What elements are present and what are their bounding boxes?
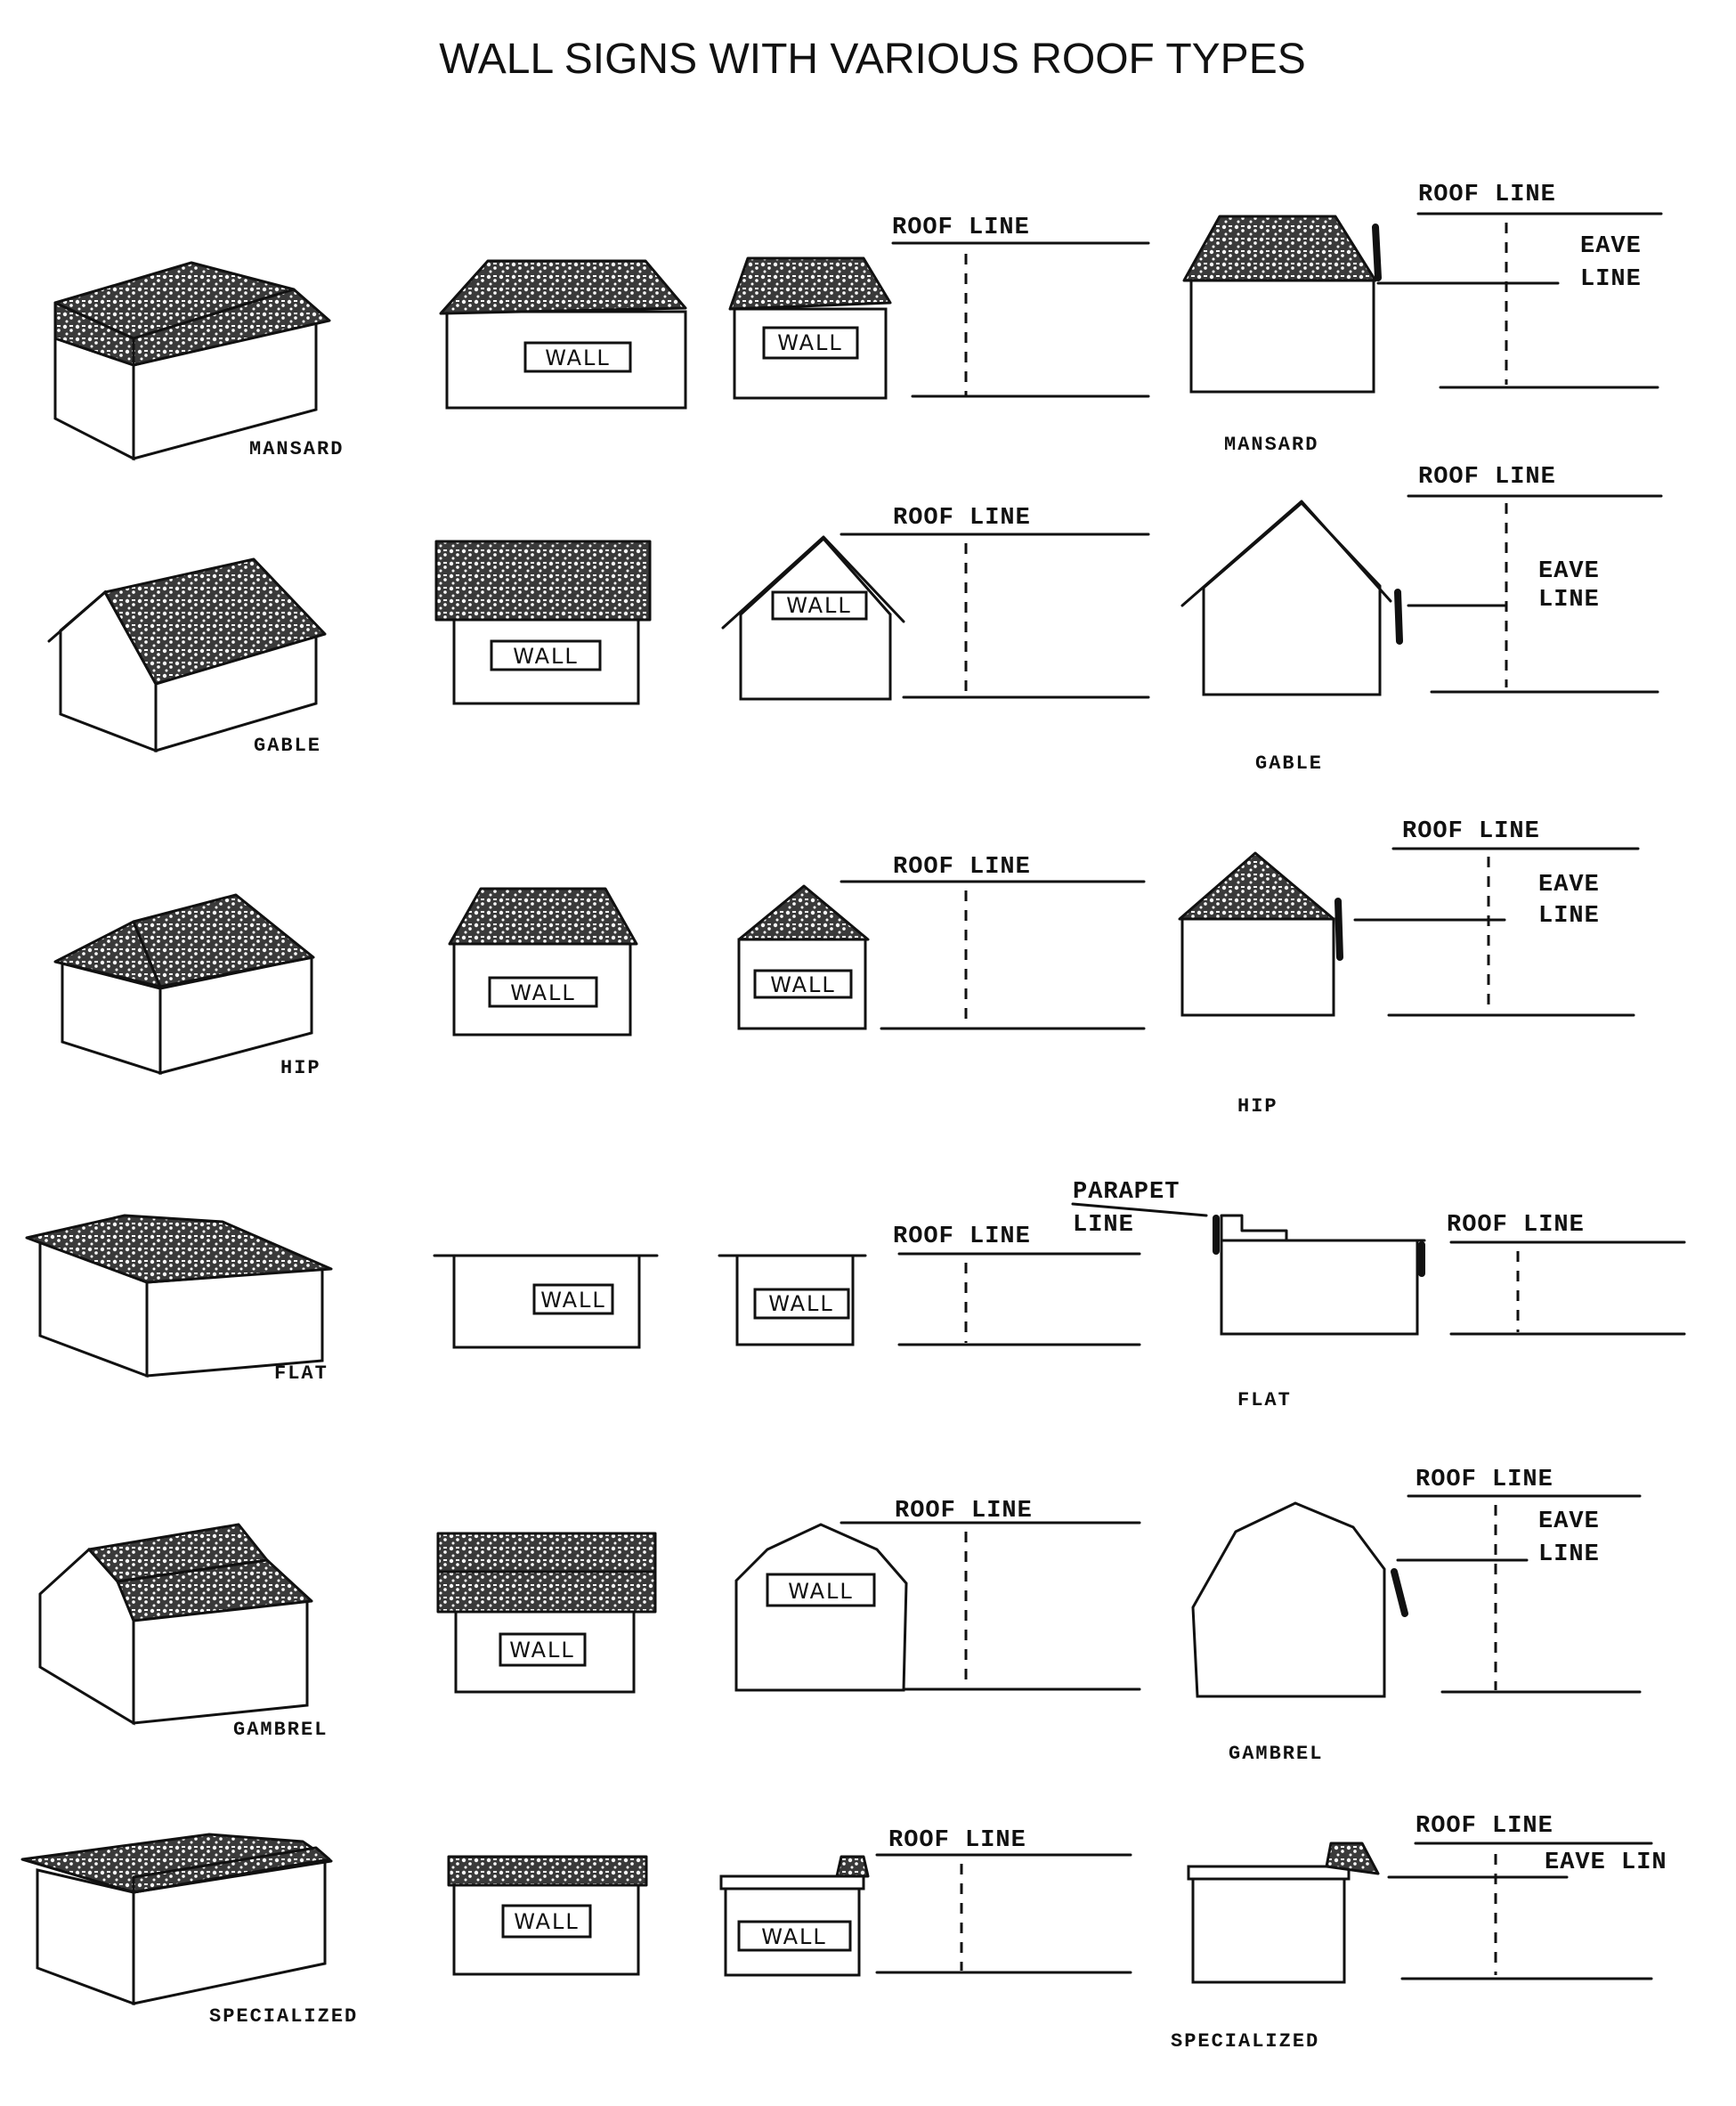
wall-sign: [532, 1283, 614, 1315]
hip-label: HIP: [280, 1057, 321, 1079]
row-hip: HIP WALL WALL ROOF LINE ROOF LINE: [53, 818, 1640, 1118]
wall-sign: [488, 976, 598, 1008]
gambrel-perspective-house: GAMBREL: [38, 1523, 328, 1741]
wall-sign: [762, 326, 859, 360]
mansard-eave-view: ROOF LINE EAVE LINE MANSARD: [1182, 182, 1663, 456]
roof-line-label: ROOF LINE: [1418, 464, 1556, 491]
wall-sign: [523, 341, 632, 373]
roof-line-right-label: ROOF LINE: [1447, 1212, 1585, 1239]
flat-roofline-view: WALL ROOF LINE: [718, 1224, 1141, 1346]
gable-label: GABLE: [254, 735, 321, 757]
roof-line-label: ROOF LINE: [893, 854, 1031, 881]
eave-label: EAVE: [1538, 558, 1600, 585]
wall-sign: [771, 590, 868, 621]
mansard-roofline-view: WALL ROOF LINE: [728, 215, 1150, 400]
gambrel-front-view: WALL: [436, 1532, 657, 1694]
flat-label-right: FLAT: [1237, 1389, 1292, 1411]
specialized-front-view: WALL: [447, 1855, 648, 1976]
row-gambrel: GAMBREL WALL WALL ROOF LINE ROOF LINE: [38, 1467, 1642, 1765]
mansard-label-right: MANSARD: [1224, 434, 1318, 456]
wall-sign-text: WALL: [545, 346, 611, 370]
roof-line-label: ROOF LINE: [895, 1498, 1033, 1525]
eave-line-label: LINE: [1538, 903, 1600, 930]
page-title: WALL SIGNS WITH VARIOUS ROOF TYPES: [439, 36, 1305, 83]
eave-label: EAVE: [1580, 233, 1642, 260]
wall-sign: [753, 1288, 850, 1320]
gambrel-label-right: GAMBREL: [1229, 1743, 1323, 1765]
gable-label-right: GABLE: [1255, 752, 1323, 775]
eave-line-label: LINE: [1538, 1541, 1600, 1568]
eave-label: EAVE: [1538, 1508, 1600, 1535]
row-flat: FLAT WALL WALL ROOF LINE PARAPET LINE: [25, 1179, 1686, 1411]
roof-line-label: ROOF LINE: [893, 505, 1031, 532]
parapet-label: PARAPET: [1073, 1179, 1180, 1206]
wall-sign-text: WALL: [514, 1909, 580, 1934]
wall-sign-text: WALL: [770, 972, 836, 997]
wall-sign: [499, 1632, 587, 1667]
row-mansard: MANSARD WALL WALL ROOF LINE ROOF L: [53, 182, 1663, 461]
wall-sign: [737, 1920, 852, 1952]
wall-sign-text: WALL: [768, 1291, 834, 1316]
mansard-perspective-house: MANSARD: [53, 261, 344, 461]
specialized-label: SPECIALIZED: [209, 2005, 358, 2028]
wall-sign: [501, 1904, 592, 1939]
hip-perspective-house: HIP: [53, 893, 321, 1079]
gambrel-label: GAMBREL: [233, 1719, 328, 1741]
wall-sign-text: WALL: [777, 330, 843, 355]
wall-sign: [490, 639, 602, 671]
specialized-perspective-house: SPECIALIZED: [20, 1833, 358, 2028]
flat-front-view: WALL: [433, 1254, 659, 1349]
mansard-front-view: WALL: [439, 259, 687, 410]
wall-sign-text: WALL: [761, 1924, 827, 1949]
row-specialized: SPECIALIZED WALL WALL ROOF LINE: [20, 1813, 1667, 2053]
hip-eave-view: ROOF LINE EAVE LINE HIP: [1178, 818, 1640, 1118]
wall-sign-text: WALL: [788, 1579, 854, 1604]
roof-line-label: ROOF LINE: [892, 215, 1030, 241]
flat-label: FLAT: [274, 1362, 329, 1385]
row-gable: GABLE WALL WALL ROOF LINE ROOF LIN: [47, 464, 1663, 775]
roof-line-label: ROOF LINE: [1416, 1467, 1553, 1493]
eave-line-label: LINE: [1538, 587, 1600, 614]
wall-sign: [766, 1573, 876, 1607]
hip-label-right: HIP: [1237, 1095, 1278, 1118]
gable-eave-view: ROOF LINE EAVE LINE GABLE: [1180, 464, 1663, 775]
roof-line-label: ROOF LINE: [1416, 1813, 1553, 1840]
gable-perspective-house: GABLE: [47, 557, 327, 757]
flat-parapet-view: PARAPET LINE ROOF LINE FLAT: [1071, 1179, 1686, 1411]
flat-perspective-house: FLAT: [25, 1214, 333, 1385]
wall-sign-text: WALL: [510, 980, 576, 1005]
wall-sign-text: WALL: [786, 593, 852, 618]
wall-sign-text: WALL: [513, 644, 579, 669]
roof-line-label: ROOF LINE: [1402, 818, 1540, 845]
mansard-label: MANSARD: [249, 438, 344, 460]
specialized-eave-view: ROOF LINE EAVE LIN SPECIALIZED: [1171, 1813, 1667, 2053]
gambrel-eave-view: ROOF LINE EAVE LINE GAMBREL: [1191, 1467, 1642, 1765]
wall-sign-text: WALL: [540, 1288, 606, 1313]
gable-roofline-view: WALL ROOF LINE: [721, 505, 1150, 701]
parapet-line-label: LINE: [1073, 1212, 1134, 1239]
gambrel-roofline-view: WALL ROOF LINE: [734, 1498, 1141, 1692]
roof-line-label: ROOF LINE: [888, 1827, 1026, 1854]
hip-roofline-view: WALL ROOF LINE: [737, 854, 1146, 1030]
eave-line-label: LINE: [1580, 266, 1642, 293]
eave-label: EAVE: [1538, 872, 1600, 899]
wall-sign-text: WALL: [509, 1638, 575, 1663]
gable-front-view: WALL: [434, 540, 652, 705]
roof-line-label: ROOF LINE: [1418, 182, 1556, 208]
hip-front-view: WALL: [448, 887, 638, 1037]
specialized-roofline-view: WALL ROOF LINE: [719, 1827, 1132, 1977]
specialized-label-right: SPECIALIZED: [1171, 2030, 1319, 2053]
wall-sign: [753, 969, 853, 999]
eave-lin-label: EAVE LIN: [1545, 1850, 1667, 1876]
roof-line-label: ROOF LINE: [893, 1224, 1031, 1250]
